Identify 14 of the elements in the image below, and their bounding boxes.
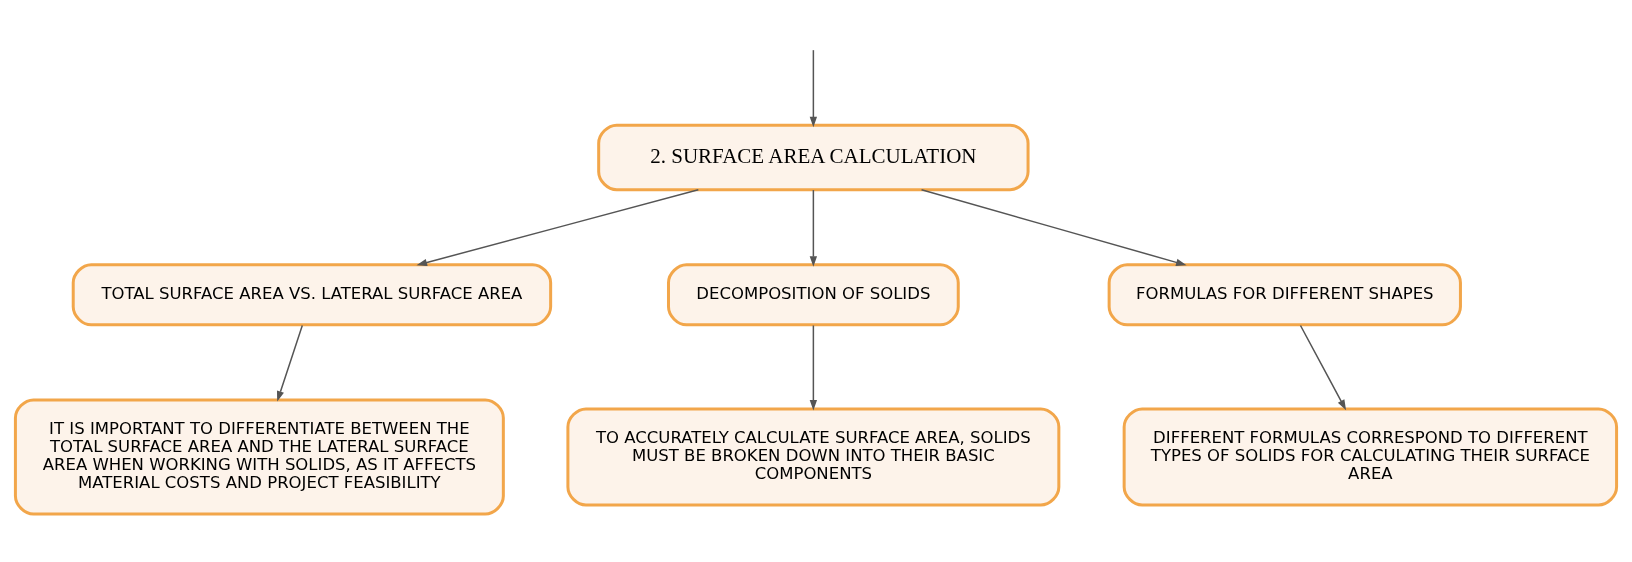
arrow bbox=[277, 324, 304, 402]
arrow bbox=[1299, 324, 1347, 410]
arrow bbox=[920, 188, 1187, 266]
node-box: TO ACCURATELY CALCULATE SURFACE AREA, SOLIDS MUST BE BROKEN DOWN INTO THEIR BASIC COMPONENTS bbox=[566, 406, 1061, 506]
arrow bbox=[809, 48, 818, 127]
node-box: FORMULAS FOR DIFFERENT SHAPES bbox=[1107, 262, 1462, 326]
arrow bbox=[416, 188, 700, 266]
arrow bbox=[809, 188, 818, 267]
node-box: DIFFERENT FORMULAS CORRESPOND TO DIFFERENT TYPES OF SOLIDS FOR CALCULATING THEIR SURFACE AREA bbox=[1122, 406, 1619, 506]
arrow bbox=[809, 324, 818, 411]
node-box: TOTAL SURFACE AREA VS. LATERAL SURFACE AREA bbox=[71, 262, 553, 326]
node-box: 2. SURFACE AREA CALCULATION bbox=[597, 123, 1030, 191]
node-box: IT IS IMPORTANT TO DIFFERENTIATE BETWEEN THE TOTAL SURFACE AREA AND THE LATERAL SURFACE AREA WHEN WORKING WITH SOLIDS, AS IT AFFECTS MATERIAL COSTS AND PROJECT FEASIBILITY bbox=[13, 397, 505, 515]
node-box: DECOMPOSITION OF SOLIDS bbox=[667, 262, 960, 326]
